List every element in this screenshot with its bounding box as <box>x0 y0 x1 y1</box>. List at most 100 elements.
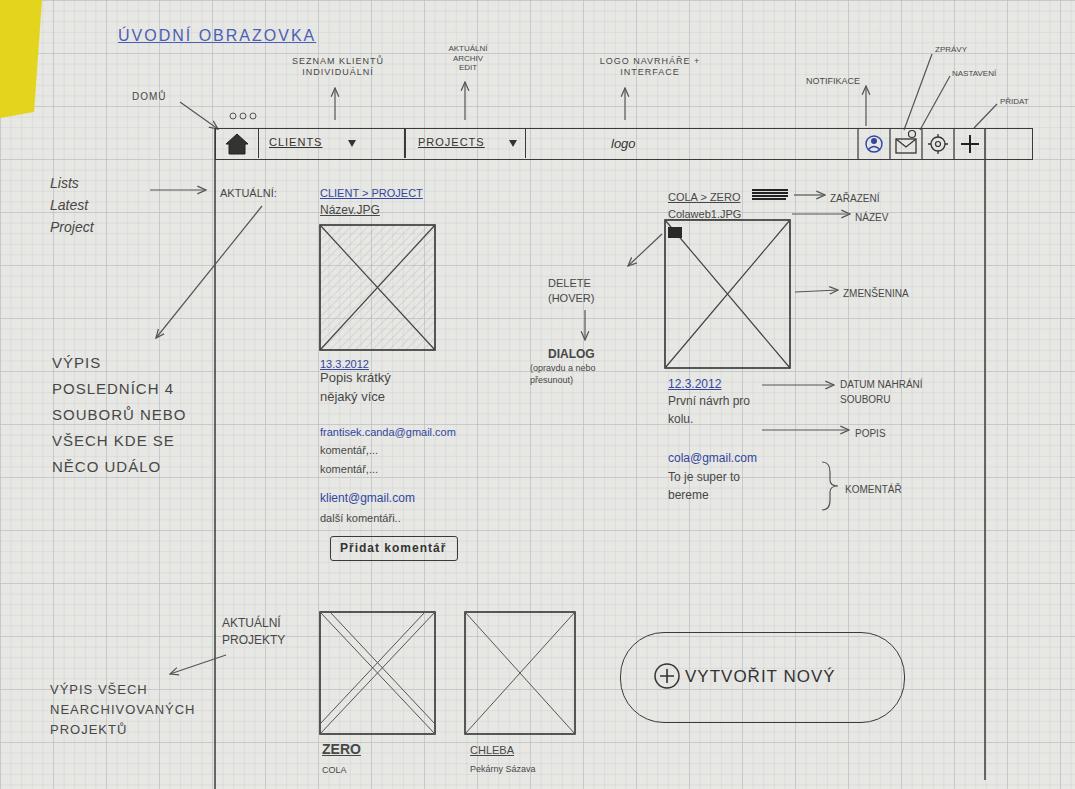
scribble <box>752 190 788 199</box>
label-wrap: AKTUÁLNÍ ARCHIV EDIT <box>443 44 493 74</box>
label-wrap: POPIS <box>855 423 886 441</box>
label-wrap: Colaweb1.JPG <box>668 204 741 222</box>
label-wrap: První návrh pro kolu. <box>668 392 763 428</box>
label-wrap: NOTIFIKACE <box>806 70 860 88</box>
icon-divider <box>953 128 954 160</box>
label-wrap: DATUM NAHRÁNÍ SOUBORU <box>840 377 960 407</box>
annotation-text: frantisek.canda@gmail.com <box>320 426 456 439</box>
leader-arrow <box>628 234 662 266</box>
annotation-text: Popis krátký nějaký více <box>320 368 420 406</box>
settings-icon <box>928 134 948 154</box>
annotation-text: PŘIDAT <box>1000 97 1029 107</box>
leader-arrow <box>180 102 218 129</box>
annotation-text: DIALOG <box>548 347 595 361</box>
label-wrap: DELETE (HOVER) <box>548 276 628 306</box>
leader-arrow <box>150 189 206 190</box>
home-icon <box>226 134 248 154</box>
node-text: PROJECTS <box>418 136 485 148</box>
annotation-text: AKTUÁLNÍ: <box>220 187 277 200</box>
annotation-text: Lists Latest Project <box>50 172 120 238</box>
label-wrap: Lists Latest Project <box>50 172 120 238</box>
annotation-text: SEZNAM KLIENTŮ INDIVIDUÁLNÍ <box>278 56 398 78</box>
annotation-text: VÝPIS VŠECH NEARCHIVOVANÝCH PROJEKTŮ <box>50 680 200 740</box>
label-wrap: LOGO NAVRHÁŘE + INTERFACE <box>575 56 725 79</box>
annotation-text: komentář,... komentář,... <box>320 441 410 479</box>
annotation-text: VÝPIS POSLEDNÍCH 4 SOUBORŮ NEBO VŠECH KD… <box>52 350 187 480</box>
plus-circle <box>655 664 679 688</box>
image-placeholder <box>665 220 790 368</box>
leader-arrows <box>150 54 997 674</box>
label-wrap: ZPRÁVY <box>935 38 967 56</box>
dropdown-triangle <box>348 140 356 147</box>
label-wrap: AKTUÁLNÍ: <box>220 183 277 201</box>
icon-divider <box>889 128 890 160</box>
annotation-text: ZERO <box>322 741 361 758</box>
annotation-text: cola@gmail.com <box>668 451 757 465</box>
leader-arrow <box>762 429 849 430</box>
annotation-text: NOTIFIKACE <box>806 76 860 87</box>
project-thumbnail <box>465 612 575 734</box>
label-wrap: PŘIDAT <box>1000 90 1029 108</box>
leader-arrow <box>795 290 838 292</box>
label-wrap: CHLEBA <box>470 740 514 758</box>
node-text: Přidat komentář <box>340 541 446 555</box>
image-placeholder <box>320 225 435 350</box>
page-title: ÚVODNÍ OBRAZOVKA <box>118 27 316 44</box>
window-dot <box>230 113 236 119</box>
create-button: VYTVOŘIT NOVÝ <box>620 632 905 723</box>
window-frame <box>984 128 986 780</box>
annotation-text: KOMENTÁŘ <box>845 484 902 496</box>
annotation-text: ZPRÁVY <box>935 45 967 55</box>
icon-divider <box>857 128 858 160</box>
annotation-text: POPIS <box>855 428 886 440</box>
label-wrap: 12.3.2012 <box>668 374 721 392</box>
label-wrap: klient@gmail.com <box>320 488 415 506</box>
annotation-text: Název.JPG <box>320 203 380 217</box>
label-wrap: CLIENT > PROJECT <box>320 183 423 201</box>
annotation-text: DOMŮ <box>132 91 167 103</box>
leader-arrow <box>762 384 834 385</box>
label-wrap: 13.3.2012 <box>320 354 369 372</box>
label-wrap: NÁZEV <box>855 207 888 225</box>
label-wrap: SEZNAM KLIENTŮ INDIVIDUÁLNÍ <box>278 56 398 79</box>
label-wrap: ZMENŠENINA <box>843 283 909 301</box>
leader-arrow <box>584 310 585 340</box>
yellow-corner <box>0 0 42 118</box>
notification-icon <box>866 136 882 152</box>
node-text: CLIENTS <box>269 136 322 148</box>
icon-divider <box>921 128 922 160</box>
label-wrap: frantisek.canda@gmail.com <box>320 422 456 440</box>
leader-arrow <box>170 655 226 674</box>
label-wrap: (opravdu a nebo přesunout) <box>530 362 635 387</box>
annotation-text: AKTUÁLNÍ PROJEKTY <box>222 615 312 649</box>
label-wrap: DIALOG <box>548 344 595 362</box>
annotation-text: CLIENT > PROJECT <box>320 187 423 200</box>
leader-arrow <box>794 194 825 195</box>
add-icon <box>961 135 979 153</box>
leader-line <box>920 76 950 130</box>
label-wrap: Popis krátký nějaký více <box>320 368 420 406</box>
annotation-text: CHLEBA <box>470 744 514 757</box>
label-wrap: KOMENTÁŘ <box>845 479 902 497</box>
leader-arrow <box>334 88 335 120</box>
annotation-text: DELETE (HOVER) <box>548 276 628 306</box>
annotation-text: NASTAVENÍ <box>952 69 996 79</box>
annotation-text: DATUM NAHRÁNÍ SOUBORU <box>840 377 960 407</box>
annotation-text: NÁZEV <box>855 212 888 224</box>
leader-arrow <box>865 86 866 126</box>
node-text: VYTVOŘIT NOVÝ <box>685 667 836 687</box>
label-wrap: cola@gmail.com <box>668 448 757 466</box>
label-wrap: další komentáři.. <box>320 508 401 526</box>
annotation-text: První návrh pro kolu. <box>668 392 763 428</box>
annotation-text: 13.3.2012 <box>320 358 369 371</box>
annotation-text: 12.3.2012 <box>668 377 721 391</box>
annotation-text: Colaweb1.JPG <box>668 208 741 221</box>
node-text: logo <box>611 136 636 151</box>
annotation-text: LOGO NAVRHÁŘE + INTERFACE <box>575 56 725 78</box>
label-wrap: To je super to bereme <box>668 468 768 504</box>
label-wrap: VÝPIS POSLEDNÍCH 4 SOUBORŮ NEBO VŠECH KD… <box>52 350 187 480</box>
label-wrap: Název.JPG <box>320 200 380 218</box>
label-wrap: COLA <box>322 759 347 777</box>
